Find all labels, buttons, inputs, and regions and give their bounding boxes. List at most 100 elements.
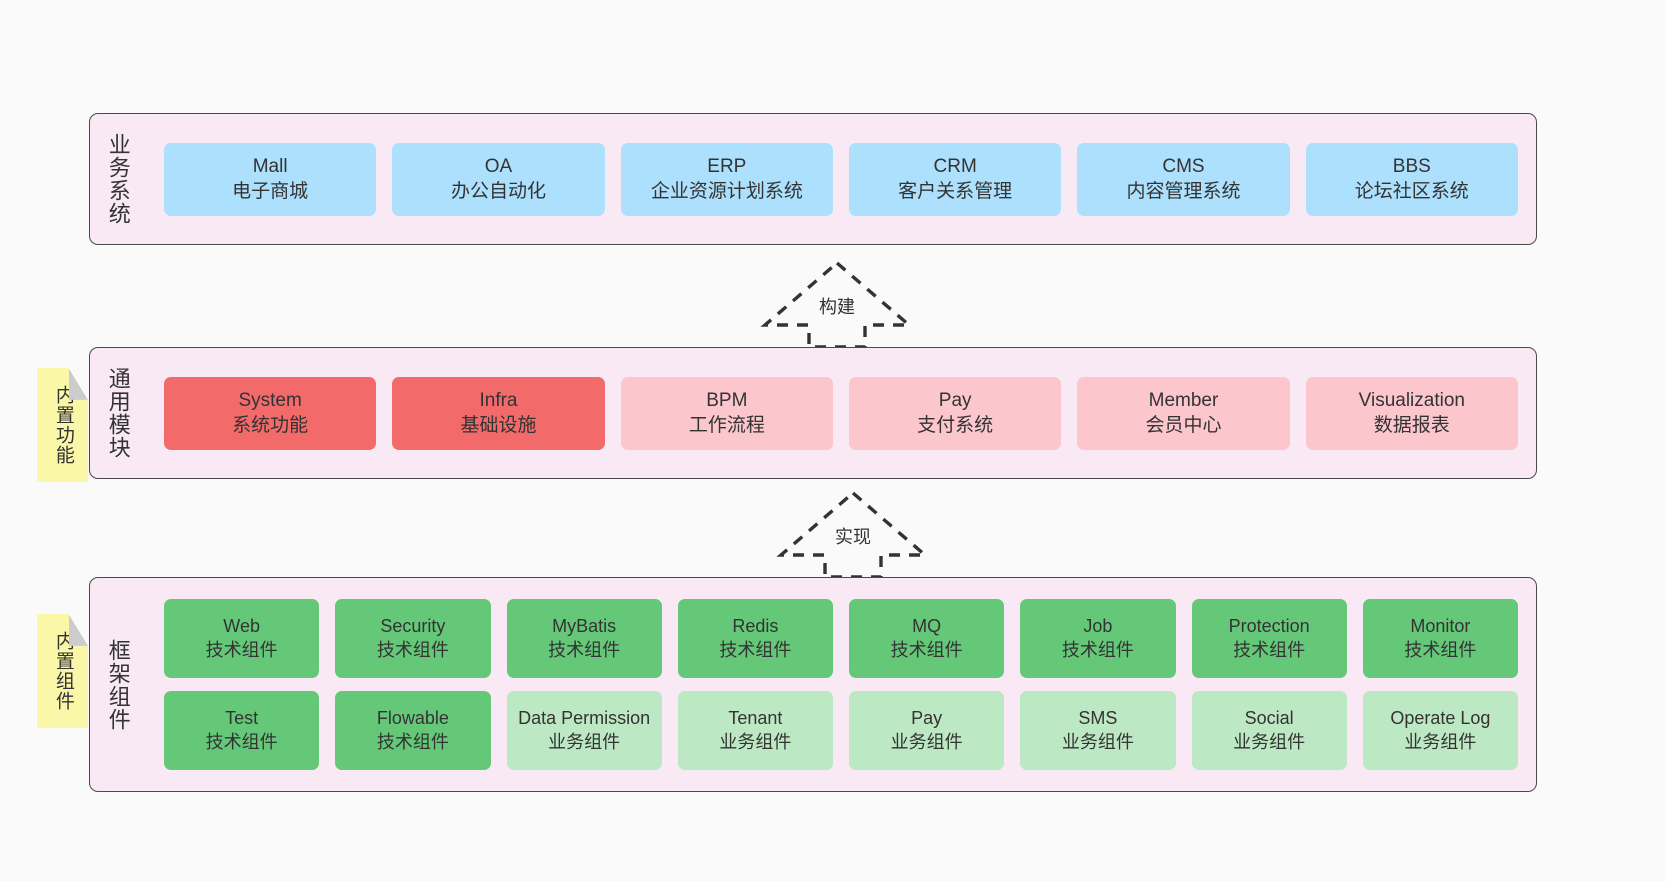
cell-title: Test xyxy=(225,707,259,728)
cell-title: SMS xyxy=(1078,707,1118,728)
note-builtin-components: 内置组件 xyxy=(37,614,88,728)
cell-subtitle: 业务组件 xyxy=(1233,731,1306,752)
cell-social[interactable]: Social 业务组件 xyxy=(1191,691,1347,770)
cell-member[interactable]: Member 会员中心 xyxy=(1077,376,1290,450)
cell-subtitle: 技术组件 xyxy=(548,639,621,660)
cell-crm[interactable]: CRM 客户关系管理 xyxy=(848,142,1062,216)
cell-system[interactable]: System 系统功能 xyxy=(164,376,377,450)
cell-title: MQ xyxy=(912,615,942,636)
cell-protection[interactable]: Protection 技术组件 xyxy=(1191,599,1347,678)
band-framework-components: 框架组件 Web 技术组件 Test 技术组件 Security 技术组件 F xyxy=(89,577,1537,792)
cell-visualization[interactable]: Visualization 数据报表 xyxy=(1305,376,1518,450)
band-business-systems: 业务系统 Mall 电子商城 OA 办公自动化 ERP 企业资源计划系统 xyxy=(89,113,1537,245)
cell-title: Redis xyxy=(732,615,779,636)
cell-title: Pay xyxy=(911,707,943,728)
cell-data-permission[interactable]: Data Permission 业务组件 xyxy=(506,691,662,770)
cell-column: CMS 内容管理系统 xyxy=(1069,114,1297,244)
cell-title: Monitor xyxy=(1410,615,1471,636)
cell-title: Member xyxy=(1148,389,1219,411)
cell-subtitle: 电子商城 xyxy=(232,181,309,202)
connector-build-label: 构建 xyxy=(819,297,855,317)
cell-job[interactable]: Job 技术组件 xyxy=(1020,599,1176,678)
note-label: 内置组件 xyxy=(52,631,74,711)
cell-subtitle: 工作流程 xyxy=(688,415,765,436)
cell-subtitle: 技术组件 xyxy=(205,731,278,752)
cell-title: Tenant xyxy=(728,707,783,728)
cell-title: Operate Log xyxy=(1390,707,1491,728)
note-fold-corner xyxy=(68,368,88,400)
cell-subtitle: 会员中心 xyxy=(1145,415,1222,436)
cell-subtitle: 企业资源计划系统 xyxy=(650,181,803,202)
cell-column: Protection 技术组件 Social 业务组件 xyxy=(1184,578,1355,791)
cell-subtitle: 业务组件 xyxy=(1061,731,1134,752)
cell-subtitle: 基础设施 xyxy=(460,415,537,436)
cell-title: BPM xyxy=(706,389,748,411)
cell-mybatis[interactable]: MyBatis 技术组件 xyxy=(506,599,662,678)
cell-column: MQ 技术组件 Pay 业务组件 xyxy=(841,578,1012,791)
cell-title: Infra xyxy=(479,389,518,411)
cell-subtitle: 业务组件 xyxy=(548,731,621,752)
cell-cms[interactable]: CMS 内容管理系统 xyxy=(1077,142,1290,216)
cell-pay-component[interactable]: Pay 业务组件 xyxy=(849,691,1005,770)
cell-subtitle: 业务组件 xyxy=(890,731,963,752)
connector-build-arrow: 构建 xyxy=(760,259,914,351)
band-cells-common-modules: System 系统功能 Infra 基础设施 BPM 工作流程 Pay xyxy=(146,348,1536,478)
cell-title: Flowable xyxy=(376,707,449,728)
cell-subtitle: 技术组件 xyxy=(719,639,792,660)
cell-tenant[interactable]: Tenant 业务组件 xyxy=(677,691,833,770)
cell-mall[interactable]: Mall 电子商城 xyxy=(164,142,377,216)
band-label-common-modules: 通用模块 xyxy=(105,367,131,459)
cell-title: Visualization xyxy=(1358,389,1465,411)
cell-title: Protection xyxy=(1228,615,1310,636)
cell-subtitle: 技术组件 xyxy=(1404,639,1477,660)
cell-pay-module[interactable]: Pay 支付系统 xyxy=(848,376,1062,450)
cell-subtitle: 支付系统 xyxy=(917,415,994,436)
cell-title: Job xyxy=(1083,615,1113,636)
cell-title: Pay xyxy=(938,389,972,411)
band-label-business-systems: 业务系统 xyxy=(105,133,131,225)
cell-bbs[interactable]: BBS 论坛社区系统 xyxy=(1305,142,1518,216)
cell-subtitle: 数据报表 xyxy=(1373,415,1450,436)
cell-subtitle: 客户关系管理 xyxy=(898,181,1013,202)
cell-column: System 系统功能 xyxy=(156,348,384,478)
connector-implement-label: 实现 xyxy=(835,527,871,547)
cell-column: Security 技术组件 Flowable 技术组件 xyxy=(327,578,498,791)
cell-column: Monitor 技术组件 Operate Log 业务组件 xyxy=(1355,578,1526,791)
cell-erp[interactable]: ERP 企业资源计划系统 xyxy=(620,142,833,216)
cell-operate-log[interactable]: Operate Log 业务组件 xyxy=(1362,691,1518,770)
cell-column: CRM 客户关系管理 xyxy=(841,114,1069,244)
cell-column: BPM 工作流程 xyxy=(613,348,841,478)
connector-implement-arrow: 实现 xyxy=(776,489,930,581)
cell-subtitle: 论坛社区系统 xyxy=(1354,181,1469,202)
cell-test[interactable]: Test 技术组件 xyxy=(164,691,320,770)
cell-mq[interactable]: MQ 技术组件 xyxy=(849,599,1005,678)
cell-column: ERP 企业资源计划系统 xyxy=(613,114,841,244)
cell-title: Security xyxy=(380,615,446,636)
cell-sms[interactable]: SMS 业务组件 xyxy=(1020,691,1176,770)
band-cells-business-systems: Mall 电子商城 OA 办公自动化 ERP 企业资源计划系统 CRM xyxy=(146,114,1536,244)
cell-security[interactable]: Security 技术组件 xyxy=(335,599,491,678)
band-label-framework-components: 框架组件 xyxy=(105,638,131,731)
cell-title: System xyxy=(238,389,302,411)
cell-column: Redis 技术组件 Tenant 业务组件 xyxy=(670,578,841,791)
cell-redis[interactable]: Redis 技术组件 xyxy=(677,599,833,678)
band-common-modules: 通用模块 System 系统功能 Infra 基础设施 BPM 工作流程 xyxy=(89,347,1537,479)
cell-oa[interactable]: OA 办公自动化 xyxy=(392,142,605,216)
cell-title: OA xyxy=(484,155,513,177)
note-builtin-functions: 内置功能 xyxy=(37,368,88,482)
cell-column: MyBatis 技术组件 Data Permission 业务组件 xyxy=(499,578,670,791)
cell-infra[interactable]: Infra 基础设施 xyxy=(392,376,605,450)
cell-bpm[interactable]: BPM 工作流程 xyxy=(620,376,833,450)
cell-web[interactable]: Web 技术组件 xyxy=(164,599,320,678)
cell-column: Mall 电子商城 xyxy=(156,114,384,244)
cell-monitor[interactable]: Monitor 技术组件 xyxy=(1362,599,1518,678)
cell-column: OA 办公自动化 xyxy=(384,114,612,244)
cell-title: Data Permission xyxy=(518,707,651,728)
cell-flowable[interactable]: Flowable 技术组件 xyxy=(335,691,491,770)
note-fold-corner xyxy=(68,614,88,646)
cell-title: Social xyxy=(1244,707,1294,728)
cell-column: Job 技术组件 SMS 业务组件 xyxy=(1012,578,1183,791)
cell-title: ERP xyxy=(707,155,747,177)
cell-title: Mall xyxy=(252,155,288,177)
